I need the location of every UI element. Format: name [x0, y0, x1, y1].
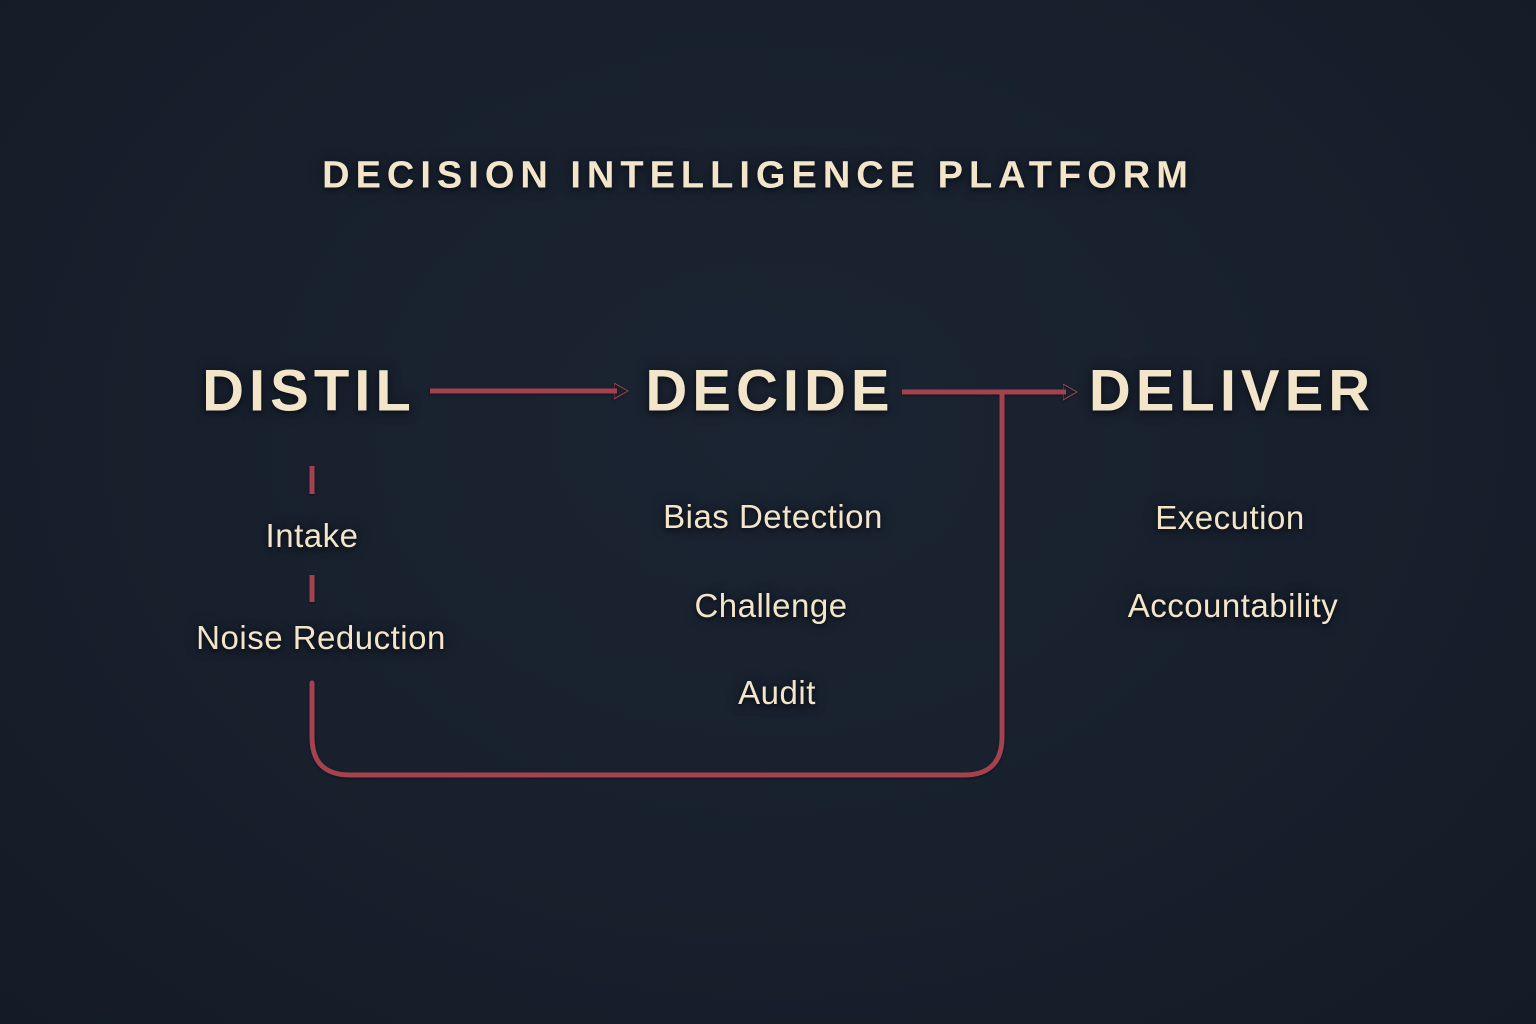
stage-label-deliver: DELIVER — [1088, 358, 1376, 424]
feedback-loop-line — [309, 389, 1005, 778]
stage-item-execution: Execution — [1155, 499, 1305, 536]
stage-item-audit: Audit — [738, 674, 816, 711]
stage-item-noise-reduction: Noise Reduction — [196, 619, 446, 656]
diagram-title: DECISION INTELLIGENCE PLATFORM — [322, 154, 1194, 197]
stage-item-accountability: Accountability — [1127, 587, 1339, 624]
stage-item-challenge: Challenge — [694, 587, 848, 624]
stage-label-decide: DECIDE — [645, 358, 895, 424]
stage-label-distil: DISTIL — [202, 358, 416, 424]
stage-item-bias-detection: Bias Detection — [663, 498, 883, 535]
stage-item-intake: Intake — [265, 517, 359, 554]
